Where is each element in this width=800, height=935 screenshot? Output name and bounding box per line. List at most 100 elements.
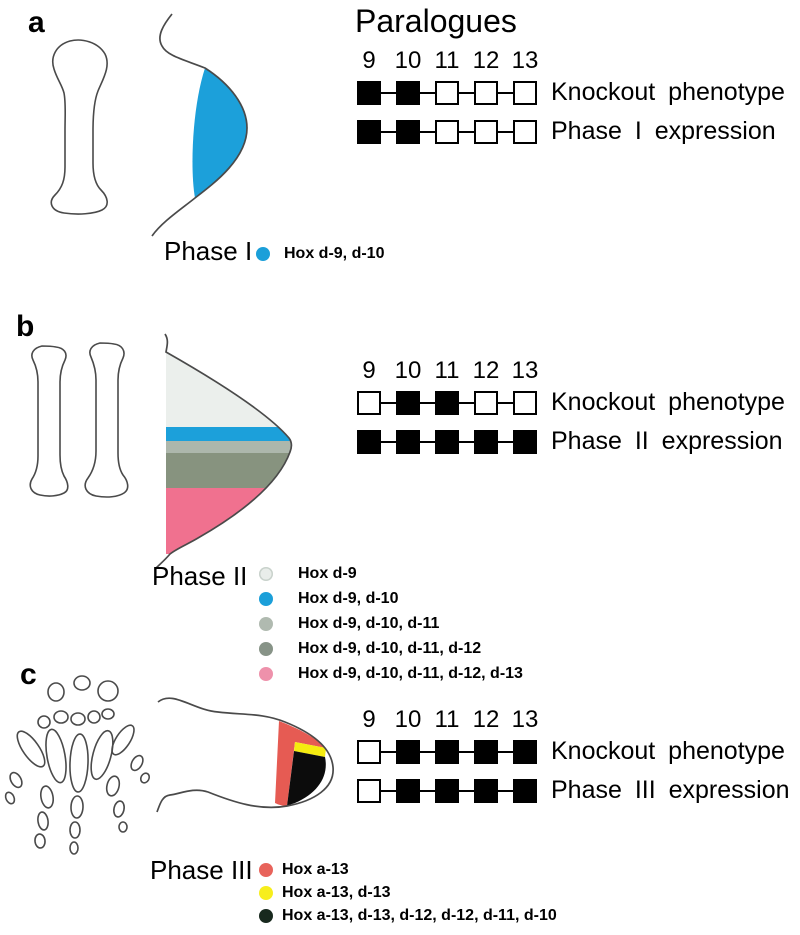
gene-squares bbox=[357, 390, 537, 415]
square-connector bbox=[459, 130, 474, 133]
paralogue-number: 11 bbox=[434, 706, 460, 733]
paralogue-square-filled bbox=[435, 778, 459, 803]
row-label: Phase III expression bbox=[551, 776, 790, 804]
paralogue-square-filled bbox=[357, 429, 381, 454]
legend-label: Hox a-13 bbox=[282, 860, 349, 878]
hand-skeleton-drawing bbox=[4, 675, 151, 855]
paralogue-number: 9 bbox=[362, 706, 376, 733]
square-connector bbox=[459, 401, 474, 404]
band-hox-d9-d10-d11-d12 bbox=[166, 453, 292, 488]
legend-color-dot bbox=[259, 862, 273, 877]
paralogue-number: 12 bbox=[472, 357, 500, 384]
paralogue-square-open bbox=[435, 119, 459, 144]
paralogue-square-filled bbox=[435, 739, 459, 764]
legend-color-dot bbox=[259, 616, 273, 631]
phase1-legend: Hox d-9, d-10 bbox=[256, 241, 384, 266]
paralogue-square-filled bbox=[474, 778, 498, 803]
legend-row: Hox d-9, d-10 bbox=[259, 586, 523, 611]
square-connector bbox=[459, 789, 474, 792]
phase1-expression-region bbox=[192, 68, 247, 198]
paralogue-square-open bbox=[357, 390, 381, 415]
paralogue-square-open bbox=[474, 119, 498, 144]
phase3-label: Phase III bbox=[150, 855, 253, 885]
legend-label: Hox d-9, d-10, d-11 bbox=[298, 614, 440, 632]
phase2-expression-row: Phase II expression bbox=[357, 429, 785, 454]
paralogue-square-filled bbox=[396, 429, 420, 454]
legend-row: Hox d-9, d-10, d-11, d-12 bbox=[259, 636, 523, 661]
carpal-bones bbox=[37, 675, 119, 729]
paralogue-square-open bbox=[513, 390, 537, 415]
square-connector bbox=[498, 130, 513, 133]
legend-color-dot bbox=[256, 246, 270, 261]
paralogue-square-filled bbox=[435, 429, 459, 454]
paralogue-square-open bbox=[435, 80, 459, 105]
ulna-outline bbox=[84, 342, 129, 498]
legend-row: Hox d-9, d-10, d-11 bbox=[259, 611, 523, 636]
phase1-expression-row: Phase I expression bbox=[357, 119, 785, 144]
phase2-limb-bud-drawing bbox=[154, 333, 293, 570]
band-hox-d9-d10 bbox=[166, 427, 292, 441]
phase3-expression-row: Phase III expression bbox=[357, 778, 790, 803]
square-connector bbox=[381, 789, 396, 792]
knockout-phenotype-row: Knockout phenotype bbox=[357, 390, 785, 415]
paralogue-square-open bbox=[357, 739, 381, 764]
legend-label: Hox d-9, d-10 bbox=[284, 244, 385, 262]
gene-squares bbox=[357, 778, 537, 803]
humerus-bone-drawing bbox=[50, 39, 108, 215]
row-label: Knockout phenotype bbox=[551, 737, 785, 765]
figure-title: Paralogues bbox=[355, 3, 517, 39]
legend-row: Hox d-9, d-10 bbox=[256, 241, 384, 266]
radius-outline bbox=[29, 345, 69, 497]
phase1-label: Phase I bbox=[164, 236, 253, 266]
phalanx-bones bbox=[4, 754, 151, 855]
body-wall-outline bbox=[154, 333, 293, 570]
square-connector bbox=[498, 401, 513, 404]
square-connector bbox=[498, 789, 513, 792]
legend-row: Hox a-13, d-13 bbox=[259, 881, 557, 904]
panel-a-letter: a bbox=[28, 6, 45, 39]
paralogue-square-open bbox=[474, 80, 498, 105]
paralogue-number: 10 bbox=[394, 706, 422, 733]
square-connector bbox=[459, 91, 474, 94]
legend-color-dot bbox=[259, 666, 273, 681]
square-connector bbox=[381, 440, 396, 443]
paralogue-square-open bbox=[513, 80, 537, 105]
phase2-label: Phase II bbox=[152, 561, 248, 591]
square-connector bbox=[498, 750, 513, 753]
paralogue-square-filled bbox=[396, 80, 420, 105]
gene-squares bbox=[357, 739, 537, 764]
panel-b-letter: b bbox=[16, 310, 35, 343]
paralogue-number: 12 bbox=[472, 706, 500, 733]
paralogue-number: 12 bbox=[472, 47, 500, 74]
legend-label: Hox d-9 bbox=[298, 564, 357, 582]
paralogue-square-filled bbox=[513, 739, 537, 764]
legend-label: Hox a-13, d-13 bbox=[282, 883, 391, 901]
band-hox-d9-d10-d11-d12-d13 bbox=[166, 488, 292, 554]
paralogue-square-filled bbox=[357, 80, 381, 105]
row-label: Knockout phenotype bbox=[551, 78, 785, 106]
paralogue-square-filled bbox=[396, 119, 420, 144]
paralogue-number: 9 bbox=[362, 357, 376, 384]
paralogue-square-open bbox=[513, 119, 537, 144]
paralogue-square-filled bbox=[435, 390, 459, 415]
humerus-outline bbox=[50, 39, 108, 215]
paralogue-square-filled bbox=[357, 119, 381, 144]
square-connector bbox=[381, 750, 396, 753]
zeugopod-bones-drawing bbox=[29, 342, 129, 498]
row-label: Phase I expression bbox=[551, 117, 776, 145]
legend-color-dot bbox=[259, 885, 273, 900]
knockout-phenotype-row: Knockout phenotype bbox=[357, 739, 790, 764]
square-connector bbox=[459, 750, 474, 753]
phase1-limb-bud-drawing bbox=[151, 13, 248, 237]
square-connector bbox=[381, 91, 396, 94]
square-connector bbox=[420, 750, 435, 753]
legend-color-dot bbox=[259, 908, 273, 923]
legend-label: Hox d-9, d-10 bbox=[298, 589, 399, 607]
